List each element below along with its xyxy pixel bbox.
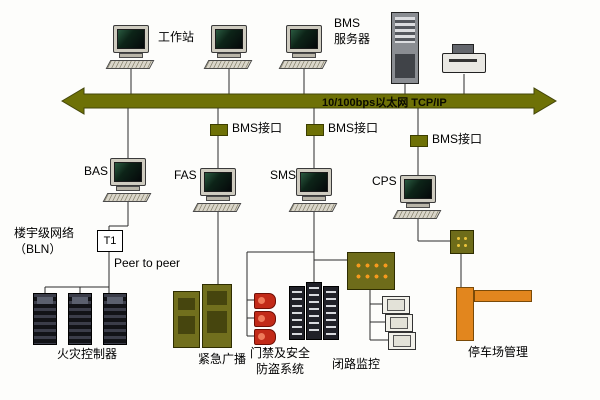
video-matrix-switcher — [347, 252, 395, 290]
fire-controller-tower-3 — [103, 293, 127, 345]
bas-workstation — [101, 158, 155, 202]
monitor-icon — [110, 158, 146, 186]
keyboard-icon — [102, 193, 152, 202]
bln-label: 楼宇级网络 （BLN） — [14, 226, 75, 256]
subsystem-links — [127, 108, 419, 177]
fire-controller-tower-1 — [33, 293, 57, 345]
cctv-monitor-3 — [388, 332, 416, 350]
bms-interface-connector-3 — [410, 135, 428, 147]
access-control-device-1 — [254, 293, 276, 309]
fas-workstation — [191, 168, 245, 212]
broadcast-cabinet-2 — [202, 284, 232, 348]
workstation-computer-2 — [202, 25, 256, 69]
monitor-icon — [286, 25, 322, 53]
bms-interface-label-1: BMS接口 — [232, 121, 283, 135]
ethernet-backbone — [61, 87, 557, 115]
broadcast-label: 紧急广播 — [198, 352, 247, 366]
access-control-label: 门禁及安全 防盗系统 — [249, 346, 310, 376]
keyboard-icon — [392, 210, 442, 219]
cps-workstation — [391, 175, 445, 219]
cctv-monitor-2 — [385, 314, 413, 332]
parking-barrier-post — [456, 287, 474, 341]
keyboard-icon — [192, 203, 242, 212]
bas-label: BAS — [84, 164, 109, 178]
monitor-icon — [113, 25, 149, 53]
fas-label: FAS — [174, 168, 197, 182]
sms-label: SMS — [270, 168, 297, 182]
fire-controller-tower-2 — [68, 293, 92, 345]
parking-barrier-arm — [474, 290, 532, 302]
t1-box: T1 — [97, 230, 123, 252]
cps-junction-box — [450, 230, 474, 254]
printer-icon — [442, 44, 486, 74]
sms-branch-lines — [246, 212, 388, 341]
cps-branch-lines — [417, 219, 462, 288]
bms-interface-label-2: BMS接口 — [328, 121, 379, 135]
monitor-icon — [400, 175, 436, 203]
monitor-icon — [296, 168, 332, 196]
cps-label: CPS — [372, 174, 397, 188]
peer-to-peer-label: Peer to peer — [114, 256, 181, 270]
fire-controller-label: 火灾控制器 — [57, 347, 118, 361]
bas-branch-lines — [44, 202, 129, 294]
cctv-rack-2 — [306, 282, 322, 340]
cctv-label: 闭路监控 — [332, 357, 381, 371]
top-links — [130, 69, 465, 94]
cctv-monitor-1 — [382, 296, 410, 314]
monitor-icon — [200, 168, 236, 196]
bms-interface-connector-1 — [210, 124, 228, 136]
keyboard-icon — [278, 60, 328, 69]
broadcast-cabinet-1 — [173, 291, 200, 348]
keyboard-icon — [203, 60, 253, 69]
workstation-computer-1 — [104, 25, 158, 69]
t1-label: T1 — [103, 235, 117, 247]
keyboard-icon — [105, 60, 155, 69]
bms-server-label: BMS 服务器 — [334, 16, 371, 46]
workstation-computer-3 — [277, 25, 331, 69]
cctv-rack-3 — [323, 286, 339, 340]
bms-server-tower — [391, 12, 419, 84]
cctv-rack-1 — [289, 286, 305, 340]
backbone-label: 10/100bps以太网 TCP/IP — [322, 97, 447, 109]
workstation-label: 工作站 — [158, 30, 195, 44]
monitor-icon — [211, 25, 247, 53]
keyboard-icon — [288, 203, 338, 212]
access-control-device-2 — [254, 311, 276, 327]
access-control-device-3 — [254, 329, 276, 345]
bms-interface-label-3: BMS接口 — [432, 132, 483, 146]
bms-interface-connector-2 — [306, 124, 324, 136]
sms-workstation — [287, 168, 341, 212]
parking-label: 停车场管理 — [468, 345, 529, 359]
